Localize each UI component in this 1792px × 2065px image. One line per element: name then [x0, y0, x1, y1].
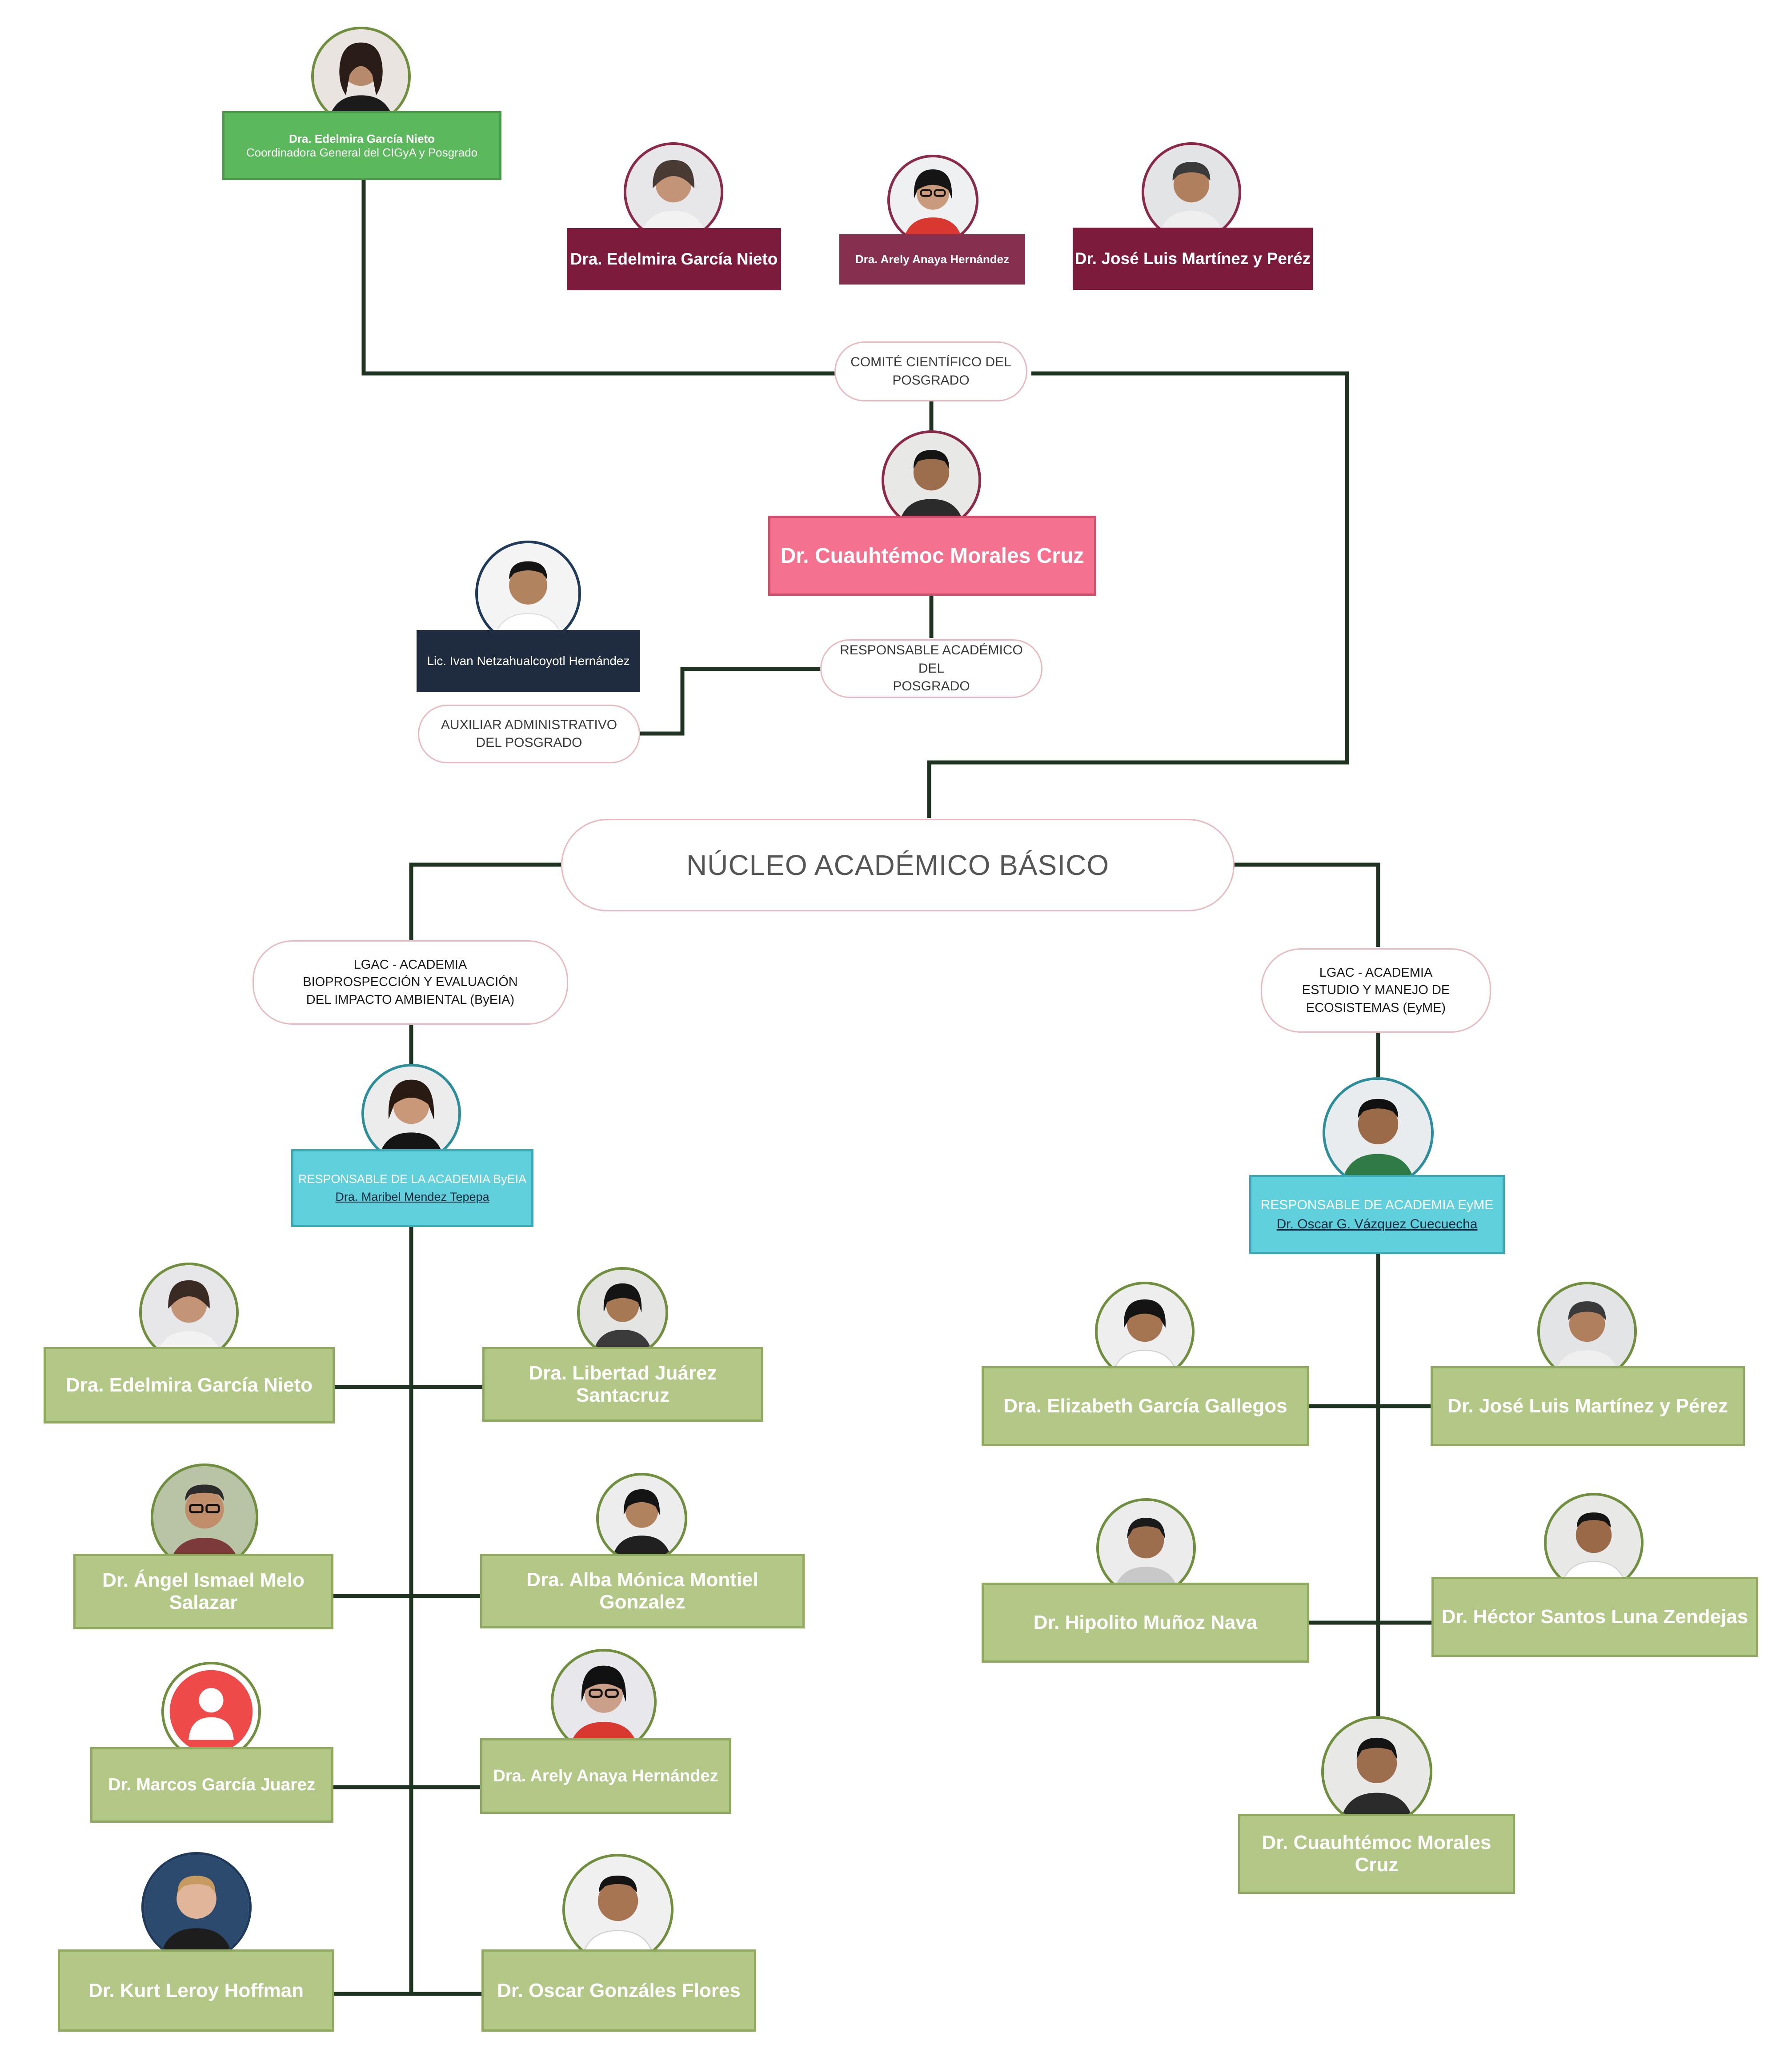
- left-member-name-1: Dra. Edelmira García Nieto: [65, 1374, 313, 1396]
- right-member-avatar-2: [1537, 1282, 1637, 1381]
- committee-avatar-3: [1142, 142, 1241, 242]
- left-member-avatar-7: [141, 1852, 252, 1962]
- committee-name-2: Dra. Arely Anaya Hernández: [855, 253, 1010, 266]
- left-member-box-1: Dra. Edelmira García Nieto: [44, 1347, 335, 1423]
- left-head-avatar: [361, 1064, 461, 1163]
- committee-avatar-1: [624, 142, 723, 242]
- committee-box-1: Dra. Edelmira García Nieto: [567, 228, 781, 290]
- left-member-box-7: Dr. Kurt Leroy Hoffman: [58, 1949, 334, 2032]
- left-member-name-4: Dra. Alba Mónica Montiel Gonzalez: [526, 1569, 758, 1613]
- right-member-box-4: Dr. Héctor Santos Luna Zendejas: [1431, 1577, 1758, 1657]
- right-member-avatar-5: [1321, 1716, 1432, 1827]
- left-member-box-5: Dr. Marcos García Juarez: [90, 1747, 333, 1823]
- right-member-name-4: Dr. Héctor Santos Luna Zendejas: [1441, 1606, 1748, 1628]
- coordinator-role: Coordinadora General del CIGyA y Posgrad…: [246, 145, 478, 159]
- admin-assistant-box: Lic. Ivan Netzahualcoyotl Hernández: [417, 630, 640, 692]
- left-member-name-7: Dr. Kurt Leroy Hoffman: [88, 1979, 304, 2001]
- right-member-box-2: Dr. José Luis Martínez y Pérez: [1431, 1366, 1745, 1446]
- left-member-avatar-4: [596, 1473, 687, 1564]
- academic-responsible-avatar: [882, 430, 981, 530]
- right-member-name-1: Dra. Elizabeth García Gallegos: [1003, 1395, 1287, 1417]
- right-member-name-5: Dr. Cuauhtémoc Morales Cruz: [1262, 1832, 1491, 1876]
- core-label: NÚCLEO ACADÉMICO BÁSICO: [561, 819, 1235, 911]
- left-member-name-2: Dra. Libertad Juárez Santacruz: [529, 1362, 717, 1406]
- connector-committee-right: [927, 371, 1349, 818]
- committee-name-3: Dr. José Luis Martínez y Peréz: [1074, 249, 1311, 268]
- right-head-avatar: [1323, 1077, 1434, 1188]
- admin-assistant-name: Lic. Ivan Netzahualcoyotl Hernández: [427, 654, 630, 668]
- left-member-name-5: Dr. Marcos García Juarez: [108, 1775, 316, 1794]
- left-member-avatar-3: [151, 1464, 258, 1571]
- academic-responsible-name: Dr. Cuauhtémoc Morales Cruz: [780, 544, 1084, 568]
- academic-responsible-box: Dr. Cuauhtémoc Morales Cruz: [768, 516, 1096, 596]
- left-member-name-3: Dr. Ángel Ismael Melo Salazar: [102, 1569, 305, 1613]
- coordinator-avatar: [311, 27, 411, 126]
- right-head-box: RESPONSABLE DE ACADEMIA EyME Dr. Oscar G…: [1249, 1175, 1505, 1254]
- committee-name-1: Dra. Edelmira García Nieto: [570, 250, 778, 268]
- left-member-box-6: Dra. Arely Anaya Hernández: [480, 1738, 731, 1814]
- left-head-name[interactable]: Dra. Maribel Mendez Tepepa: [335, 1190, 489, 1203]
- committee-box-2: Dra. Arely Anaya Hernández: [839, 234, 1025, 285]
- lgac-left-label: LGAC - ACADEMIA BIOPROSPECCIÓN Y EVALUAC…: [253, 940, 568, 1025]
- left-member-box-8: Dr. Oscar Gonzáles Flores: [481, 1949, 756, 2032]
- left-head-box: RESPONSABLE DE LA ACADEMIA ByEIA Dra. Ma…: [291, 1149, 533, 1227]
- right-head-name[interactable]: Dr. Oscar G. Vázquez Cuecuecha: [1276, 1217, 1478, 1231]
- scientific-committee-label: COMITÉ CIENTÍFICO DEL POSGRADO: [834, 341, 1027, 401]
- admin-assistant-label: AUXILIAR ADMINISTRATIVO DEL POSGRADO: [418, 705, 640, 763]
- committee-box-3: Dr. José Luis Martínez y Peréz: [1073, 228, 1313, 290]
- left-member-avatar-8: [562, 1854, 674, 1965]
- left-member-avatar-6: [551, 1649, 657, 1755]
- right-member-name-2: Dr. José Luis Martínez y Pérez: [1447, 1395, 1728, 1417]
- right-head-title: RESPONSABLE DE ACADEMIA EyME: [1260, 1197, 1494, 1212]
- connector-assistant: [640, 667, 822, 736]
- academic-responsible-label: RESPONSABLE ACADÉMICO DEL POSGRADO: [820, 639, 1042, 698]
- left-member-name-8: Dr. Oscar Gonzáles Flores: [497, 1979, 741, 2001]
- connector-coordinator: [361, 178, 836, 376]
- coordinator-box: Dra. Edelmira García Nieto Coordinadora …: [222, 111, 501, 180]
- right-member-box-3: Dr. Hipolito Muñoz Nava: [982, 1583, 1309, 1663]
- connector-core-left: [409, 862, 562, 940]
- left-member-box-2: Dra. Libertad Juárez Santacruz: [482, 1347, 763, 1422]
- left-member-name-6: Dra. Arely Anaya Hernández: [493, 1766, 718, 1785]
- left-member-avatar-2: [577, 1267, 668, 1358]
- right-member-box-1: Dra. Elizabeth García Gallegos: [982, 1366, 1309, 1446]
- left-member-box-3: Dr. Ángel Ismael Melo Salazar: [73, 1554, 333, 1629]
- lgac-right-label: LGAC - ACADEMIA ESTUDIO Y MANEJO DE ECOS…: [1261, 948, 1491, 1033]
- left-member-avatar-1: [139, 1263, 239, 1362]
- right-member-box-5: Dr. Cuauhtémoc Morales Cruz: [1238, 1814, 1515, 1894]
- right-member-avatar-1: [1095, 1282, 1195, 1381]
- connector-core-right: [1234, 862, 1380, 947]
- coordinator-name: Dra. Edelmira García Nieto: [289, 132, 435, 145]
- committee-avatar-2: [887, 155, 978, 246]
- left-head-title: RESPONSABLE DE LA ACADEMIA ByEIA: [298, 1172, 527, 1186]
- left-member-box-4: Dra. Alba Mónica Montiel Gonzalez: [480, 1554, 805, 1628]
- right-member-name-3: Dr. Hipolito Muñoz Nava: [1033, 1612, 1258, 1633]
- left-member-avatar-5: [161, 1662, 261, 1761]
